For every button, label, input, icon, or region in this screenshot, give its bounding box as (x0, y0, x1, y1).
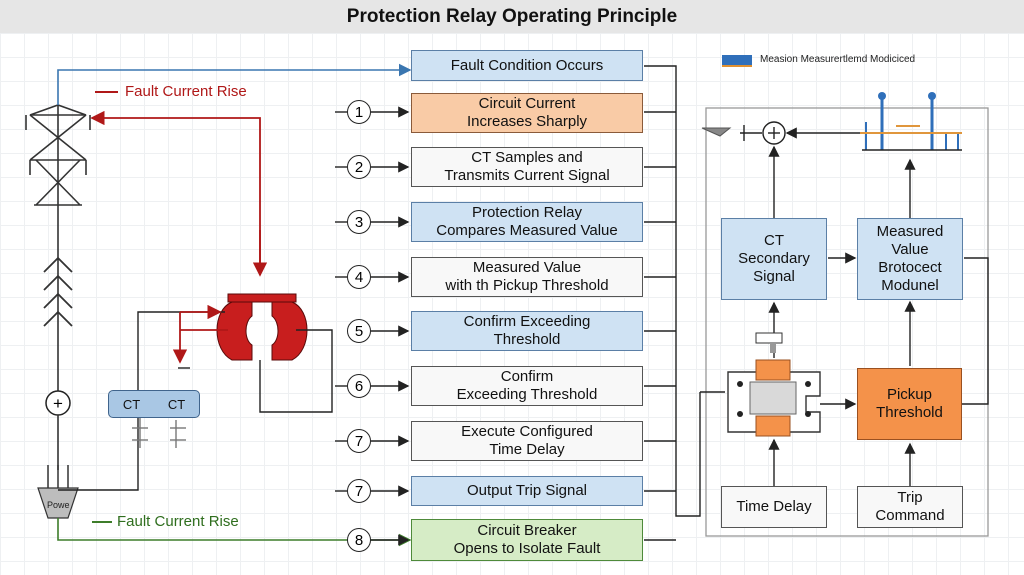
pickup-threshold-box: Pickup Threshold (857, 368, 962, 440)
measurement-gauge-icon (860, 92, 962, 151)
fault-current-rise-bottom-label: Fault Current Rise (117, 513, 239, 530)
step-number-5: 5 (347, 319, 371, 343)
right-panel-frame (705, 107, 989, 537)
step-box-breaker-opens: Circuit Breaker Opens to Isolate Fault (411, 519, 643, 561)
step-number-8: 8 (347, 528, 371, 552)
step-box-relay-compares: Protection Relay Compares Measured Value (411, 202, 643, 242)
inductor-chevrons-icon (43, 256, 73, 327)
step-box-confirm-exceeding-2: Confirm Exceeding Threshold (411, 366, 643, 406)
svg-text:+: + (53, 394, 63, 413)
step-box-pickup-threshold: Measured Value with th Pickup Threshold (411, 257, 643, 297)
step-box-output-trip: Output Trip Signal (411, 476, 643, 506)
current-transformer-box: CT CT (108, 390, 200, 418)
fault-current-rise-top-label: Fault Current Rise (125, 83, 247, 100)
trip-command-box: Trip Command (857, 486, 963, 528)
step-number-1: 1 (347, 100, 371, 124)
ct-secondary-signal-box: CT Secondary Signal (721, 218, 827, 300)
legend-label: Measion Measurertlemd Modiciced (760, 54, 916, 65)
step-box-fault-condition: Fault Condition Occurs (411, 50, 643, 81)
title-bar: Protection Relay Operating Principle (0, 0, 1024, 33)
step-number-4: 4 (347, 265, 371, 289)
step-number-2: 2 (347, 155, 371, 179)
step-box-time-delay: Execute Configured Time Delay (411, 421, 643, 461)
breaker-contact-icon (701, 127, 732, 137)
step-number-7b: 7 (347, 479, 371, 503)
ct-right-label: CT (167, 396, 186, 412)
measured-value-module-box: Measured Value Brotocect Modunel (857, 218, 963, 300)
step-number-7: 7 (347, 429, 371, 453)
transmission-tower-icon (25, 104, 91, 210)
step-number-3: 3 (347, 210, 371, 234)
step-box-ct-samples: CT Samples and Transmits Current Signal (411, 147, 643, 187)
step-number-6: 6 (347, 374, 371, 398)
ct-left-label: CT (122, 396, 141, 412)
legend-swatch (722, 55, 752, 67)
power-source-label: Powe (47, 500, 70, 510)
step-box-confirm-exceeding-1: Confirm Exceeding Threshold (411, 311, 643, 351)
comparator-module-icon (727, 332, 821, 437)
time-delay-box: Time Delay (721, 486, 827, 528)
diagram-title: Protection Relay Operating Principle (346, 5, 678, 27)
step-box-current-increase: Circuit Current Increases Sharply (411, 93, 643, 133)
relay-symbol-icon (216, 293, 308, 361)
power-source-icon (37, 487, 79, 519)
